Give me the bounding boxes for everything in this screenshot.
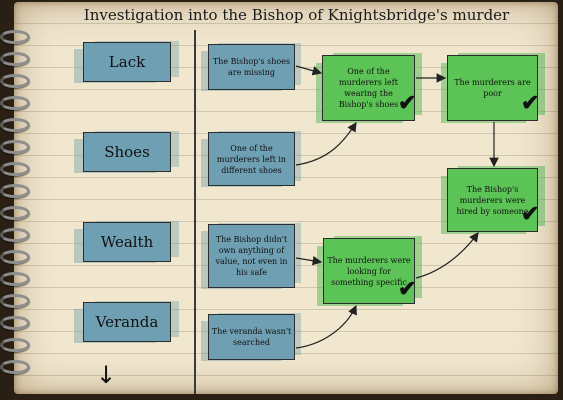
- keyword-veranda[interactable]: Veranda: [83, 302, 171, 342]
- spiral-ring: [0, 360, 30, 374]
- spiral-ring: [0, 184, 30, 198]
- checkmark-icon: ✔: [521, 201, 540, 227]
- spiral-ring: [0, 140, 30, 154]
- spiral-ring: [0, 294, 30, 308]
- keyword-shoes[interactable]: Shoes: [83, 132, 171, 172]
- checkmark-icon: ✔: [398, 90, 417, 116]
- column-divider: [194, 30, 196, 394]
- keyword-wealth[interactable]: Wealth: [83, 222, 171, 262]
- spiral-ring: [0, 206, 30, 220]
- spiral-ring: [0, 338, 30, 352]
- scroll-down-arrow-icon[interactable]: ↓: [96, 361, 117, 389]
- fact-card-shoes-missing[interactable]: The Bishop's shoes are missing: [208, 44, 295, 90]
- deduction-looking[interactable]: The murderers were looking for something…: [323, 238, 415, 304]
- checkmark-icon: ✔: [521, 90, 540, 116]
- deduction-hired[interactable]: The Bishop's murderers were hired by som…: [447, 168, 538, 232]
- deduction-shoes-worn[interactable]: One of the murderers left wearing the Bi…: [322, 55, 415, 121]
- spiral-ring: [0, 272, 30, 286]
- spiral-ring: [0, 52, 30, 66]
- checkmark-icon: ✔: [398, 276, 417, 302]
- page-title: Investigation into the Bishop of Knights…: [83, 6, 510, 24]
- fact-card-different-shoes[interactable]: One of the murderers left in different s…: [208, 132, 295, 186]
- spiral-ring: [0, 30, 30, 44]
- spiral-ring: [0, 250, 30, 264]
- spiral-ring: [0, 228, 30, 242]
- keyword-lack[interactable]: Lack: [83, 42, 171, 82]
- spiral-ring: [0, 74, 30, 88]
- spiral-ring: [0, 316, 30, 330]
- deduction-poor[interactable]: The murderers are poor: [447, 55, 538, 121]
- spiral-ring: [0, 162, 30, 176]
- fact-card-no-value[interactable]: The Bishop didn't own anything of value,…: [208, 224, 295, 288]
- spiral-ring: [0, 118, 30, 132]
- spiral-ring: [0, 96, 30, 110]
- fact-card-veranda[interactable]: The veranda wasn't searched: [208, 314, 295, 360]
